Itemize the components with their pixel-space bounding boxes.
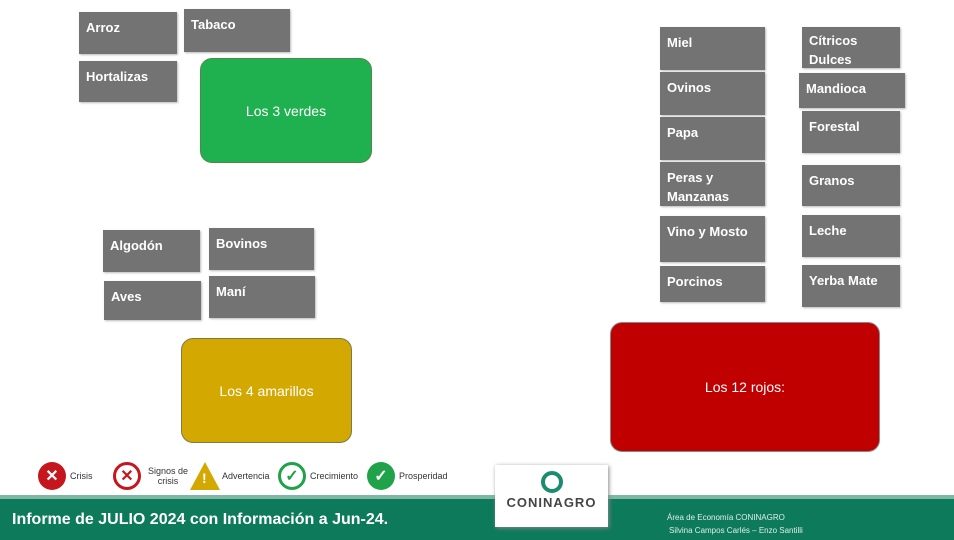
legend-label: Prosperidad bbox=[399, 471, 448, 481]
legend-label: Signos de crisis bbox=[147, 466, 189, 486]
product-box-mani: Maní bbox=[209, 276, 315, 318]
product-box-porcinos: Porcinos bbox=[660, 266, 765, 302]
product-box-yerba-mate: Yerba Mate bbox=[802, 265, 900, 307]
x-circle-outline-icon: ✕ bbox=[113, 462, 141, 490]
product-box-peras: Peras y Manzanas bbox=[660, 162, 765, 206]
product-box-leche: Leche bbox=[802, 215, 900, 257]
product-box-citricos: Cítricos Dulces bbox=[802, 27, 900, 68]
product-box-tabaco: Tabaco bbox=[184, 9, 290, 52]
green-group: Los 3 verdes bbox=[200, 58, 372, 163]
footer-area: Área de Economía CONINAGRO bbox=[667, 513, 785, 522]
product-box-granos: Granos bbox=[802, 165, 900, 206]
product-box-aves: Aves bbox=[104, 281, 201, 320]
warning-icon: ! bbox=[190, 462, 220, 490]
check-circle-outline-icon: ✓ bbox=[278, 462, 306, 490]
legend-label: Crecimiento bbox=[310, 471, 359, 481]
yellow-group: Los 4 amarillos bbox=[181, 338, 352, 443]
product-box-hortalizas: Hortalizas bbox=[79, 61, 177, 102]
coninagro-logo: CONINAGRO bbox=[495, 465, 608, 527]
legend-crecimiento: ✓ Crecimiento bbox=[278, 462, 358, 490]
footer-title: Informe de JULIO 2024 con Información a … bbox=[12, 511, 389, 528]
product-box-bovinos: Bovinos bbox=[209, 228, 314, 270]
legend-advertencia: !Advertencia bbox=[190, 462, 270, 490]
product-box-algodon: Algodón bbox=[103, 230, 200, 272]
legend-label: Crisis bbox=[70, 471, 93, 481]
product-box-forestal: Forestal bbox=[802, 111, 900, 153]
footer-band: Informe de JULIO 2024 con Información a … bbox=[0, 495, 954, 540]
x-circle-icon: ✕ bbox=[38, 462, 66, 490]
legend-signos: ✕ Signos de crisis bbox=[113, 462, 191, 490]
legend-prosperidad: ✓ Prosperidad bbox=[367, 462, 448, 490]
product-box-mandioca: Mandioca bbox=[799, 73, 905, 108]
logo-icon bbox=[540, 471, 563, 493]
product-box-ovinos: Ovinos bbox=[660, 72, 765, 115]
product-box-vino: Vino y Mosto bbox=[660, 216, 765, 262]
legend-label: Advertencia bbox=[222, 471, 270, 481]
footer-authors: Silvina Campos Carlés – Enzo Santilli bbox=[669, 526, 803, 535]
product-box-arroz: Arroz bbox=[79, 12, 177, 54]
logo-text: CONINAGRO bbox=[506, 495, 597, 510]
product-box-papa: Papa bbox=[660, 117, 765, 160]
product-box-miel: Miel bbox=[660, 27, 765, 70]
red-group: Los 12 rojos: bbox=[610, 322, 880, 452]
legend-crisis: ✕ Crisis bbox=[38, 462, 93, 490]
check-circle-icon: ✓ bbox=[367, 462, 395, 490]
